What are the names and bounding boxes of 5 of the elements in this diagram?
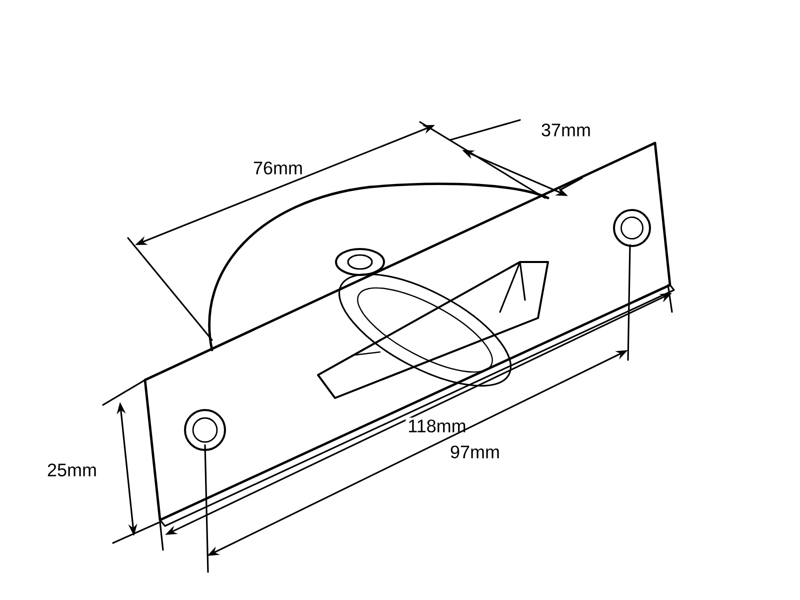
dimension-label: 76mm [251,160,305,176]
dimension-label: 25mm [45,462,99,478]
dimension-label: 97mm [448,444,502,460]
dimension-label: 118mm [406,418,468,434]
dimension-label: 37mm [539,122,593,138]
